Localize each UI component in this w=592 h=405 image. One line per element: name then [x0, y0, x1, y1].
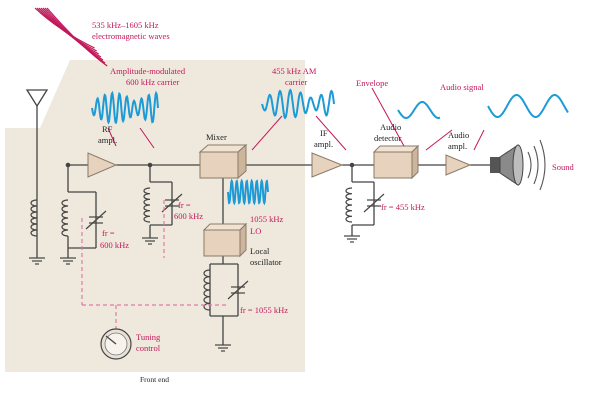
audio-ampl-label-line1: Audio	[448, 130, 469, 140]
local-oscillator-label-line1: Local	[250, 246, 270, 256]
coil	[61, 199, 69, 237]
coil	[203, 269, 211, 311]
antenna-icon	[25, 89, 49, 200]
front-end-panel	[5, 60, 305, 372]
if-ampl-label-line1: IF	[320, 128, 328, 138]
coil	[30, 199, 38, 237]
fr-if-label: fr = 455 kHz	[381, 202, 425, 212]
labels: 535 kHz–1605 kHz electromagnetic waves A…	[92, 20, 574, 384]
cap-arrow	[227, 280, 249, 300]
cap-arrow	[85, 210, 107, 230]
ground-symbols	[29, 235, 360, 352]
tuning-control-label-line1: Tuning	[136, 332, 161, 342]
rf-ampl-label-line2: ampl.	[98, 135, 117, 145]
tuning-control-knob-icon[interactable]	[100, 328, 132, 360]
rf-amplifier-icon	[87, 152, 118, 178]
audio-amplifier-icon	[445, 154, 472, 176]
speaker-icon	[490, 139, 546, 191]
audio-detector-label-line2: detector	[374, 133, 402, 143]
amplifiers	[87, 152, 472, 178]
coil	[345, 187, 353, 223]
tuning-gang-link	[81, 200, 228, 330]
if-ampl-label-line2: ampl.	[314, 139, 333, 149]
tuning-control-label-line2: control	[136, 343, 161, 353]
fr-rf-label-line1: fr =	[102, 228, 115, 238]
mixer-block	[198, 143, 248, 180]
am-carrier-waveform	[91, 90, 159, 125]
cap-arrow	[161, 193, 183, 213]
inductor-coils	[30, 187, 353, 311]
lo-label: LO	[250, 226, 261, 236]
sound-label: Sound	[552, 162, 574, 172]
em-waves-label-line2: electromagnetic waves	[92, 31, 170, 41]
fr-mid-label-line1: fr =	[178, 200, 191, 210]
em-waves-label-line1: 535 kHz–1605 kHz	[92, 20, 159, 30]
waveforms	[91, 88, 569, 206]
fr-mid-label-line2: 600 kHz	[174, 211, 203, 221]
envelope-waveform	[397, 101, 441, 119]
rf-ampl-label-line1: RF	[102, 124, 113, 134]
em-wave-arcs	[34, 7, 108, 67]
am-carrier-label-line1: Amplitude-modulated	[110, 66, 186, 76]
audio-detector-block	[372, 144, 420, 180]
mixer-label: Mixer	[206, 132, 227, 142]
if-amplifier-icon	[311, 152, 344, 178]
lo-frequency-label: 1055 kHz	[250, 214, 284, 224]
junction-dots	[65, 162, 355, 168]
main-wiring	[36, 164, 490, 345]
fr-lo-label: fr = 1055 kHz	[240, 305, 288, 315]
audio-signal-label: Audio signal	[440, 82, 484, 92]
fr-rf-label-line2: 600 kHz	[100, 240, 129, 250]
leader-arrows	[107, 87, 485, 151]
audio-detector-label-line1: Audio	[380, 122, 401, 132]
audio-ampl-label-line2: ampl.	[448, 141, 467, 151]
am-carrier-label-line2: 600 kHz carrier	[126, 77, 180, 87]
envelope-label: Envelope	[356, 78, 388, 88]
coil	[143, 187, 151, 223]
audio-signal-waveform	[487, 94, 569, 118]
if-carrier-label-line1: 455 kHz AM	[272, 66, 317, 76]
front-end-label: Front end	[140, 375, 169, 384]
local-oscillator-label-line2: oscillator	[250, 257, 282, 267]
local-oscillator-block	[202, 222, 248, 258]
lo-waveform	[227, 178, 269, 206]
if-carrier-waveform	[261, 88, 335, 120]
cap-arrow	[363, 193, 385, 213]
em-arc	[46, 7, 108, 67]
blocks	[198, 143, 420, 258]
variable-capacitors	[85, 193, 385, 300]
if-carrier-label-line2: carrier	[285, 77, 307, 87]
